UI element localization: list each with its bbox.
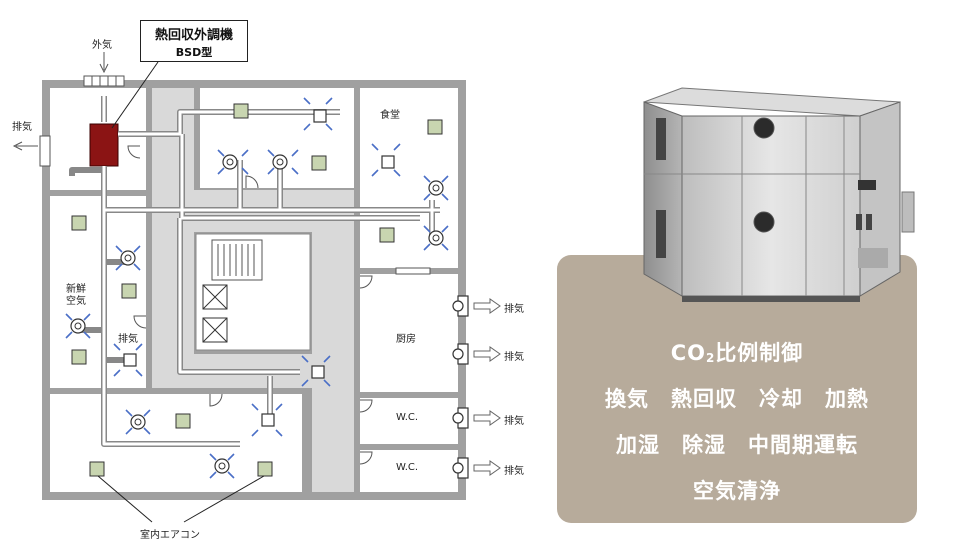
- wall-exhaust-fans: [452, 295, 469, 479]
- exhaust-label-left: 排気: [12, 122, 32, 133]
- wall-exhaust-arrows: [473, 298, 501, 476]
- co2-rest-text: 比例制御: [715, 341, 804, 365]
- co2-text: CO: [670, 341, 706, 365]
- unit-name: 熱回収外調機: [154, 28, 233, 43]
- ac-leader-lines: [97, 475, 265, 523]
- floor-plan: [12, 52, 501, 523]
- feature-row-co2: CO2 比例制御: [557, 330, 917, 376]
- intake-arrow: [99, 52, 109, 74]
- unit-model: BSD型: [175, 46, 213, 59]
- indoor-ac-units: [71, 103, 443, 477]
- diffusers: [70, 154, 444, 474]
- co2-subscript: 2: [705, 351, 716, 365]
- heat-recovery-unit: [89, 123, 119, 167]
- wc-label-2: W.C.: [396, 462, 419, 473]
- outside-air-label: 外気: [92, 40, 112, 51]
- feature-item: 除湿: [682, 433, 726, 457]
- fresh-air-label-1: 新鮮: [66, 284, 86, 295]
- feature-item: 冷却: [759, 387, 803, 411]
- fresh-air-label-2: 空気: [66, 296, 86, 307]
- feature-row-2: 換気熱回収冷却加熱: [557, 376, 917, 422]
- exhaust-label-r2: 排気: [504, 352, 524, 363]
- intake-louver: [83, 75, 125, 87]
- feature-item: 加熱: [825, 387, 869, 411]
- exhaust-label-r4: 排気: [504, 466, 524, 477]
- feature-co2: CO2 比例制御: [671, 330, 804, 381]
- exhaust-grilles: [123, 109, 395, 427]
- feature-item: 中間期運転: [748, 433, 858, 457]
- unit-photo: [643, 87, 915, 302]
- feature-item: 熱回収: [671, 387, 737, 411]
- rooms: [50, 88, 458, 492]
- feature-item: 加湿: [616, 433, 660, 457]
- kitchen-label: 厨房: [396, 334, 416, 345]
- dining-label: 食堂: [380, 110, 400, 121]
- features-list: CO2 比例制御 換気熱回収冷却加熱 加湿除湿中間期運転 空気清浄: [557, 330, 917, 514]
- feature-item: 空気清浄: [693, 479, 781, 503]
- exhaust-arrow: [12, 141, 38, 151]
- elevator-shafts: [202, 284, 228, 343]
- indoor-ac-label: 室内エアコン: [140, 530, 200, 541]
- exhaust-louver: [39, 135, 51, 167]
- feature-row-4: 空気清浄: [557, 468, 917, 514]
- exhaust-label-inner: 排気: [118, 334, 138, 345]
- airflow-arrows: [65, 97, 449, 479]
- feature-item: 換気: [605, 387, 649, 411]
- unit-title-box: 熱回収外調機 BSD型: [140, 20, 248, 62]
- feature-row-3: 加湿除湿中間期運転: [557, 422, 917, 468]
- unit-leader-line: [111, 61, 159, 129]
- doors: [127, 145, 373, 465]
- wc-label-1: W.C.: [396, 412, 419, 423]
- exhaust-label-r1: 排気: [504, 304, 524, 315]
- exhaust-label-r3: 排気: [504, 416, 524, 427]
